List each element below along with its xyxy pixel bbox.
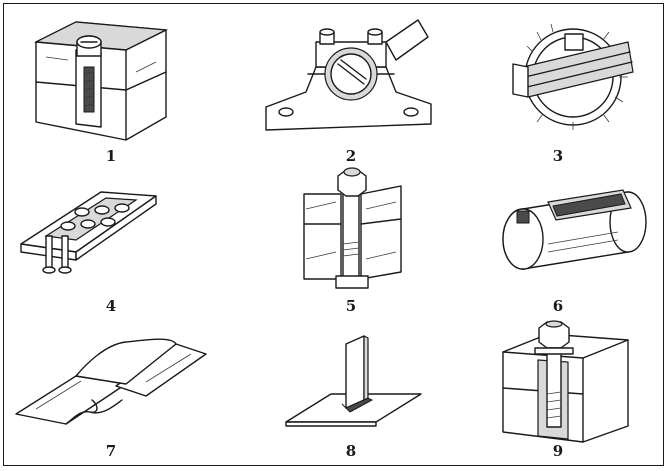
figure-frame: 1 2 [3, 3, 664, 466]
stud-nut-block-illustration [502, 320, 629, 443]
figure-label-3: 3 [552, 147, 564, 165]
figure-label-8: 8 [345, 442, 357, 460]
figure-cell-7: 7 [6, 314, 216, 464]
figure-label-2: 2 [345, 147, 357, 165]
figure-label-4: 4 [105, 297, 117, 315]
figure-cell-1: 1 [6, 12, 216, 165]
welded-t-plate-illustration [285, 335, 422, 427]
figure-cell-2: 2 [246, 12, 456, 165]
figure-label-5: 5 [345, 297, 357, 315]
splined-shaft-gear-illustration [512, 23, 634, 130]
riveted-plate-illustration [20, 191, 157, 274]
screw-joint-illustration [33, 21, 169, 141]
folded-seam-illustration [15, 338, 207, 425]
split-bearing-illustration [265, 19, 432, 131]
figure-label-9: 9 [552, 442, 564, 460]
figure-label-1: 1 [105, 147, 117, 165]
figure-cell-5: 5 [246, 164, 456, 315]
bolt-nut-section-illustration [303, 167, 402, 289]
figure-cell-8: 8 [246, 314, 456, 464]
keyed-cylinder-illustration [502, 189, 647, 270]
figure-label-6: 6 [552, 297, 564, 315]
figure-cell-6: 6 [453, 164, 663, 315]
figure-cell-9: 9 [453, 314, 663, 464]
figure-cell-3: 3 [453, 12, 663, 165]
figure-cell-4: 4 [6, 164, 216, 315]
figure-label-7: 7 [105, 442, 117, 460]
